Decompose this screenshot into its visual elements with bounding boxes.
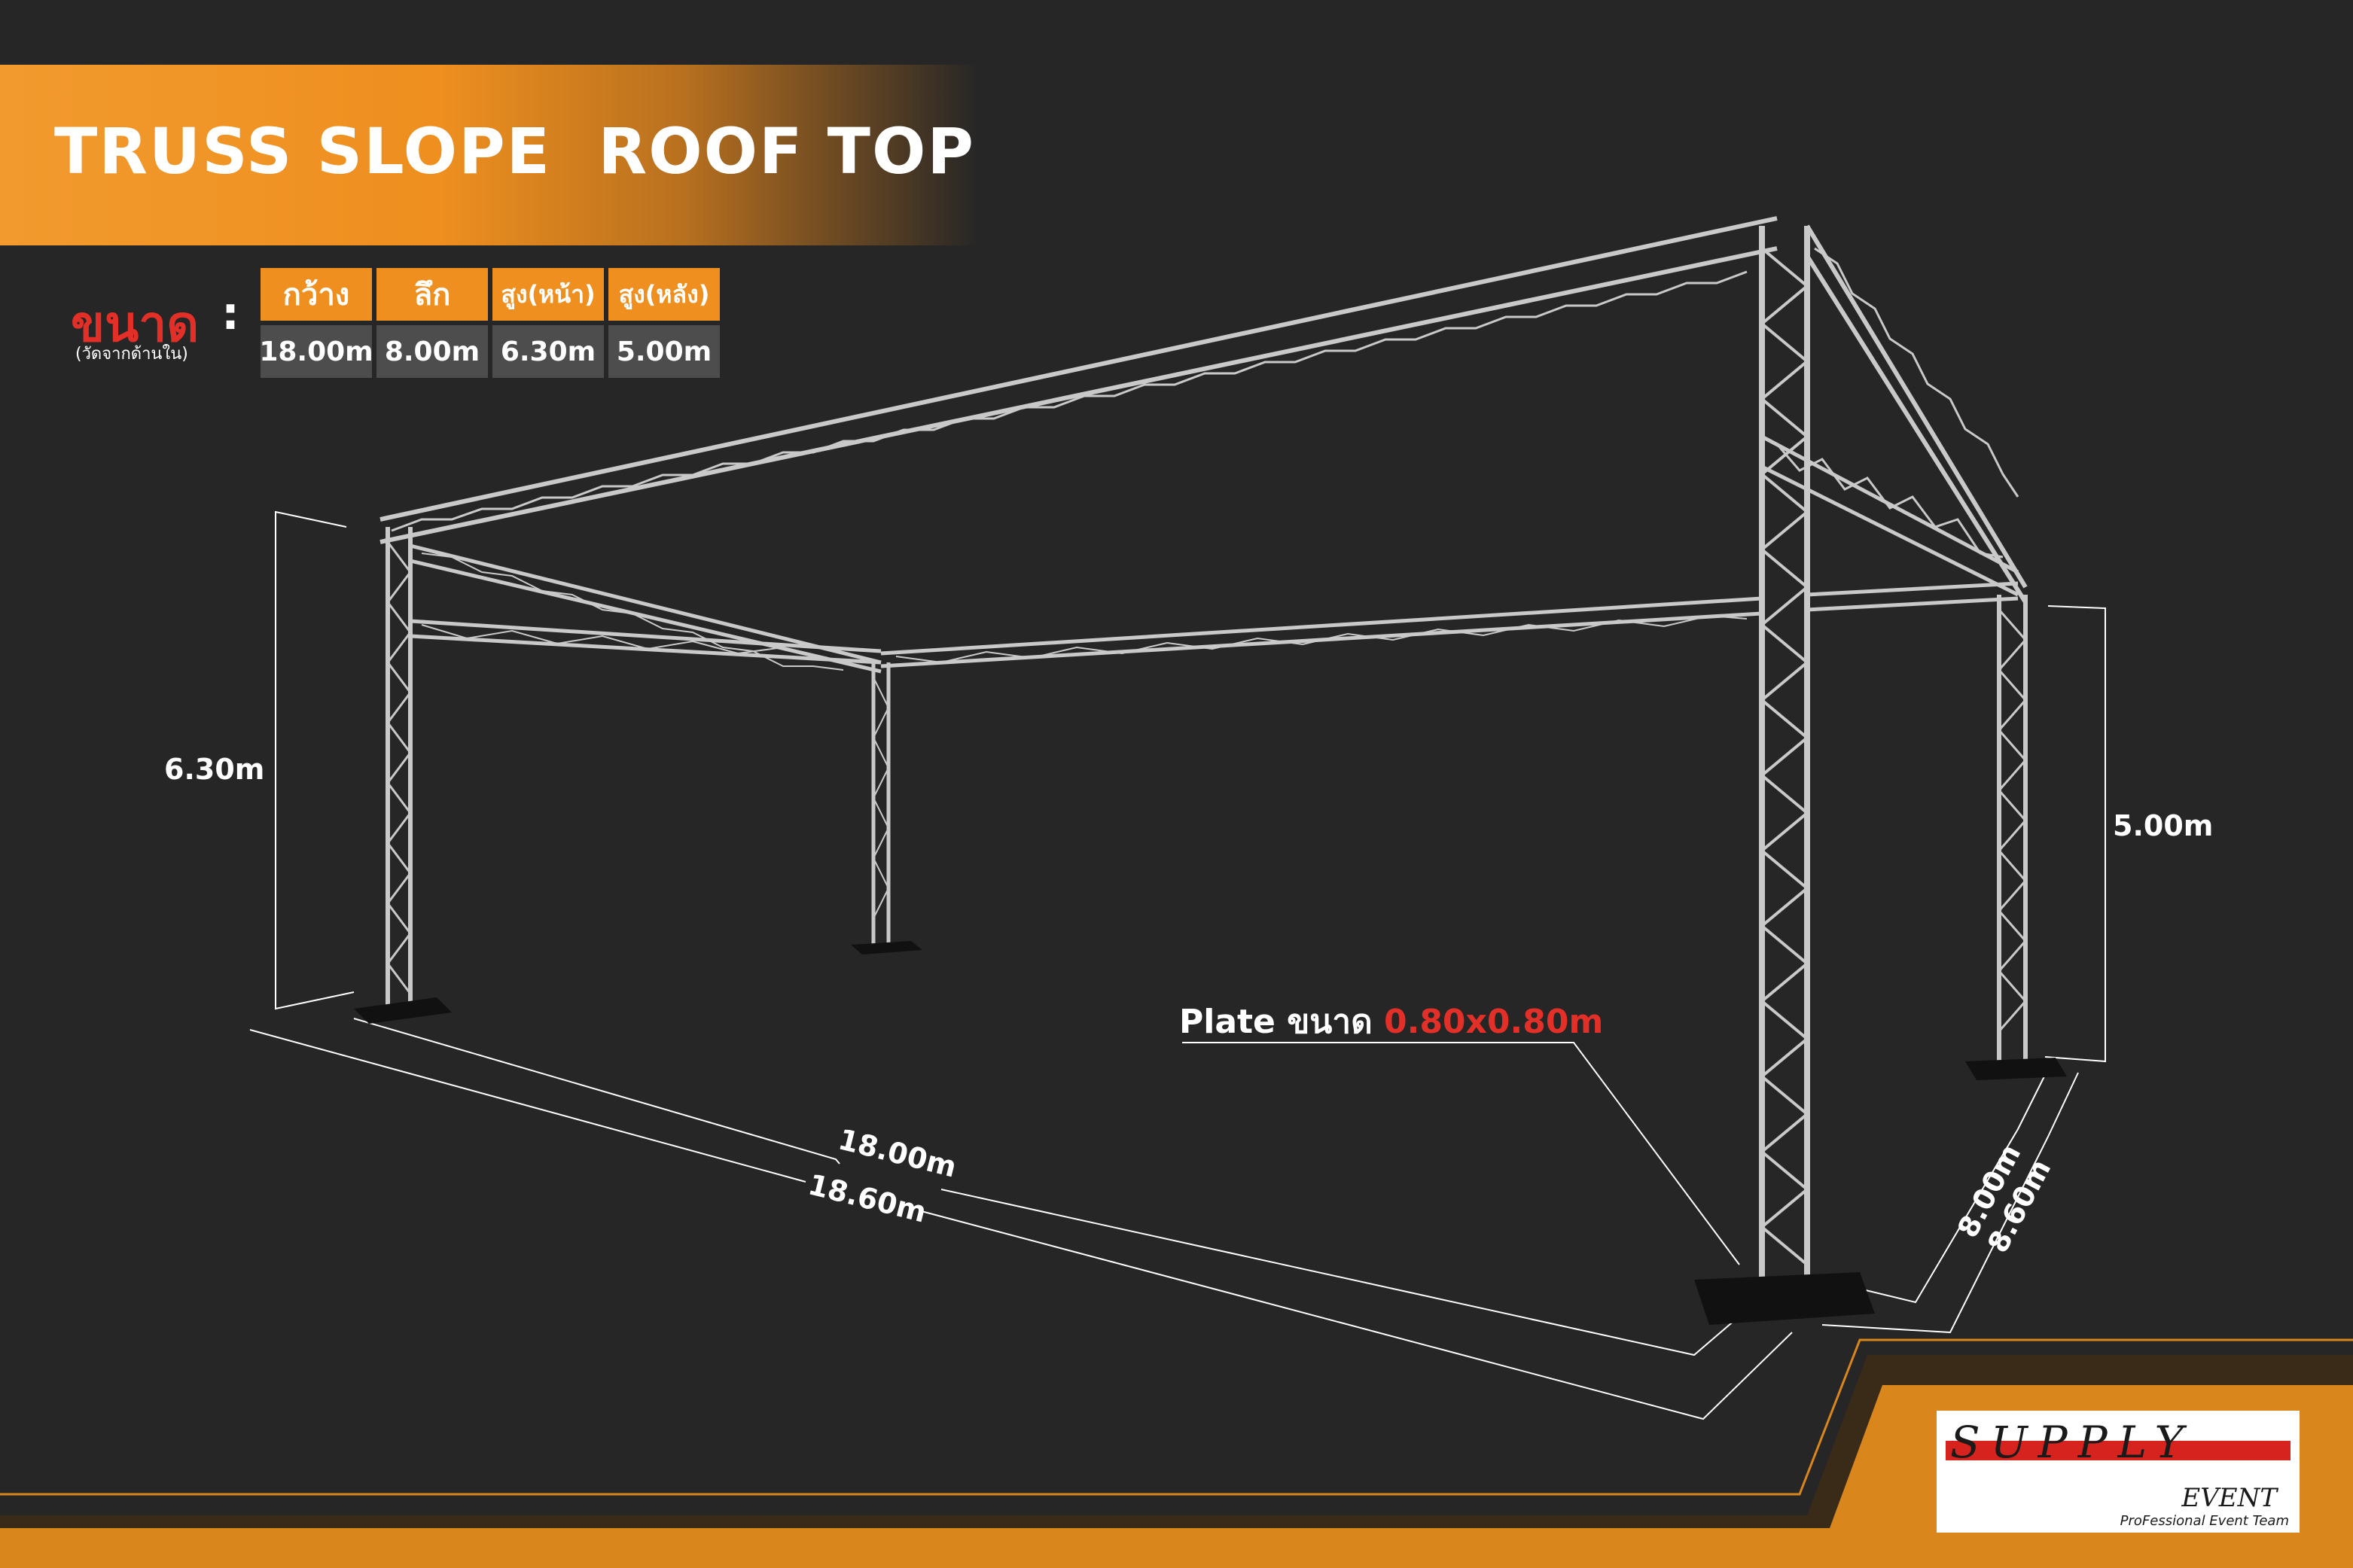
spec-header: สูง(หน้า) [492,268,604,321]
title-banner [0,65,979,245]
size-colon: : [221,288,239,340]
page-title: TRUSS SLOPE ROOF TOP [54,114,975,188]
bottom-sweep-accent [0,1385,2353,1568]
back-height-label: 5.00m [2113,809,2214,842]
dimension-lines [249,510,2106,1420]
spec-column-width: กว้าง 18.00m [259,268,373,378]
logo-main-text: SUPPLY [1950,1417,2194,1468]
company-logo: SUPPLY EVENT ProFessional Event Team [1937,1411,2300,1533]
spec-column-front-height: สูง(หน้า) 6.30m [492,268,604,378]
plate-label: Plate ขนาด [1179,1003,1373,1041]
spec-header: กว้าง [261,268,372,321]
spec-value: 18.00m [259,325,373,378]
base-plates [354,941,2067,1325]
spec-header: สูง(หลัง) [608,268,720,321]
front-height-label: 6.30m [164,753,265,786]
spec-value: 6.30m [492,325,604,378]
plate-callout: Plate ขนาด 0.80x0.80m [1179,995,1603,1048]
spec-value: 5.00m [608,325,720,378]
spec-value: 8.00m [376,325,488,378]
spec-column-depth: ลึก 8.00m [376,268,488,378]
spec-column-back-height: สูง(หลัง) 5.00m [608,268,720,378]
size-label: ขนาด [71,295,200,353]
truss-frame [379,216,2028,1295]
logo-tagline: ProFessional Event Team [2120,1513,2289,1529]
spec-header: ลึก [376,268,488,321]
logo-sub-text: EVENT [2181,1483,2277,1513]
bottom-line [0,1338,2353,1496]
size-note: (วัดจากด้านใน) [75,345,188,364]
spec-table: กว้าง 18.00m ลึก 8.00m สูง(หน้า) 6.30m ส… [259,268,720,378]
plate-size: 0.80x0.80m [1383,1003,1604,1041]
logo-red-bar [1946,1441,2291,1460]
